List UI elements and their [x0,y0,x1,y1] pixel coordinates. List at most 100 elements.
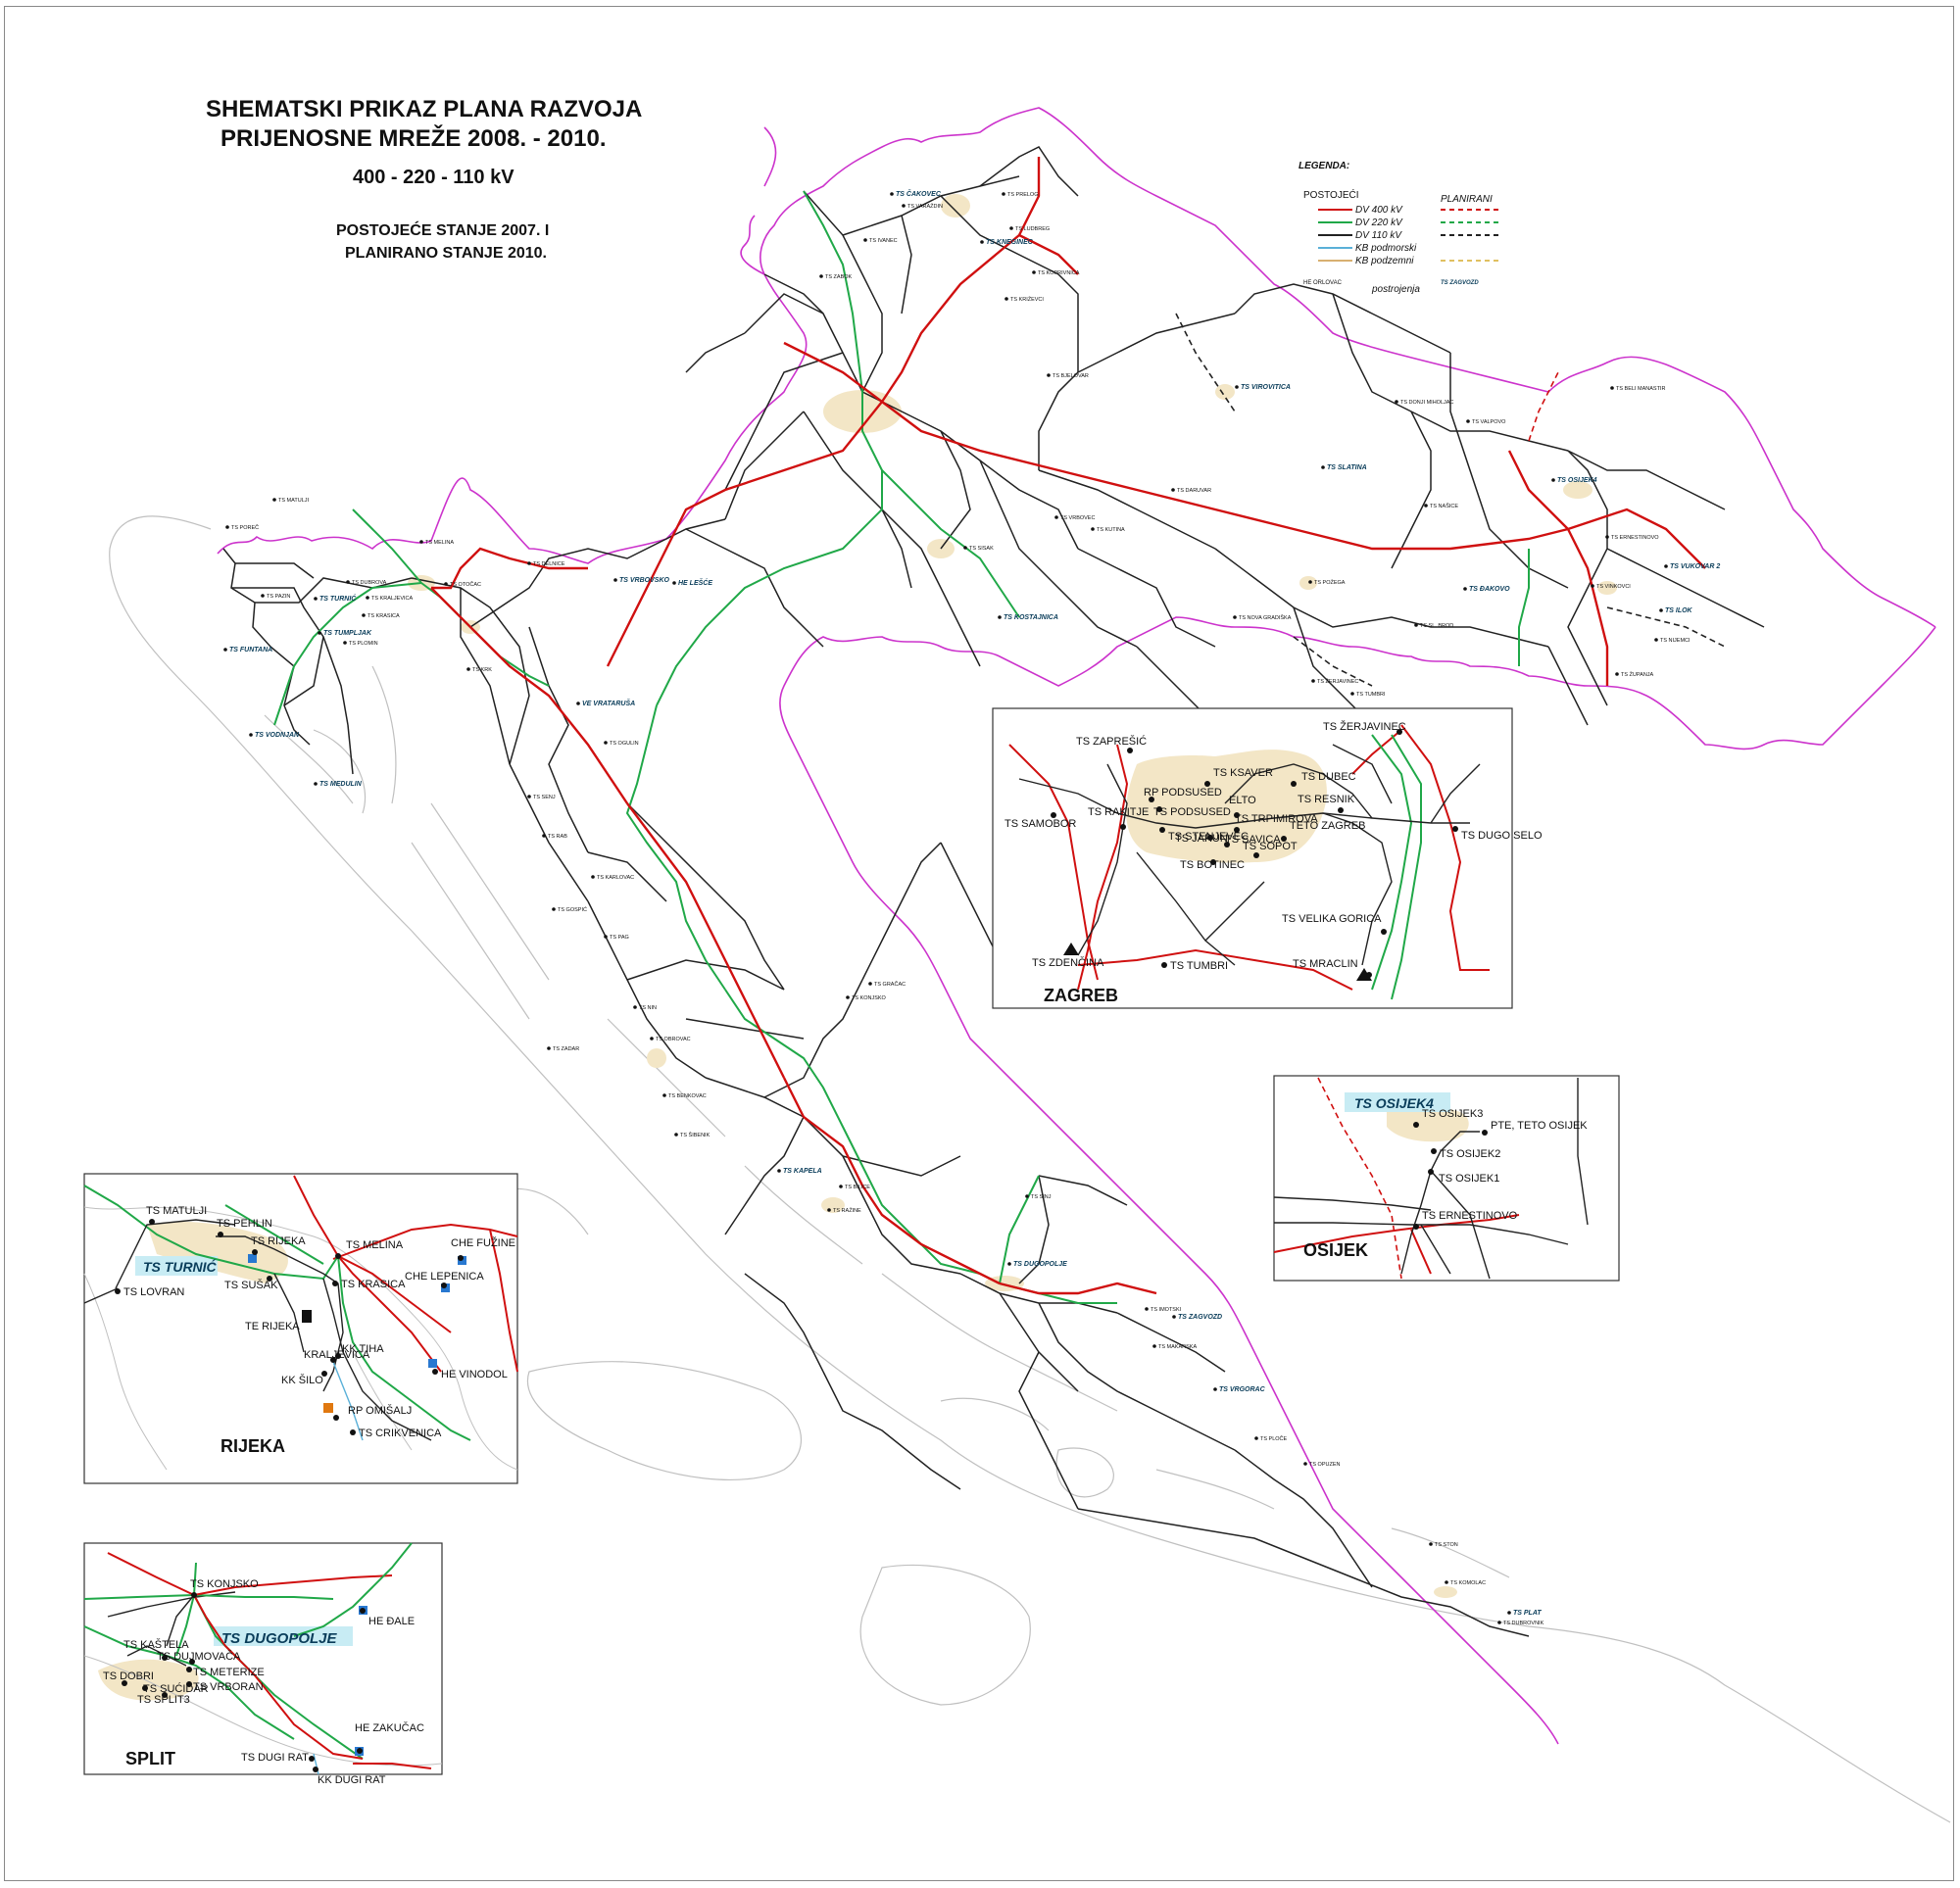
station-label-ts-obrovac: TS OBROVAC [656,1037,691,1042]
hydro-plant-icon [428,1359,437,1368]
inset-rijeka-label-ts-matulji: TS MATULJI [146,1205,207,1217]
planned-lines [1175,313,1726,687]
inset-split-label-ts-dugi-rat: TS DUGI RAT [241,1752,309,1764]
station-label-ts-vinkovci: TS VINKOVCI [1596,584,1631,590]
inset-station-dot [1431,1148,1437,1154]
station-label-ts-plomin: TS PLOMIN [349,641,378,647]
station-label-ts-kutina: TS KUTINA [1097,527,1125,533]
station-dot [902,204,906,208]
lines-110kv [222,146,1765,1637]
inset-rijeka-label-kk-ilo: KK ŠILO [281,1374,323,1386]
station-label-ts-kostajnica: TS KOSTAJNICA [1004,614,1058,621]
station-dot [1002,192,1005,196]
station-label-ts-funtana: TS FUNTANA [229,647,272,654]
station-label-ts-pore: TS POREČ [231,524,259,531]
inset-station-dot [303,1315,309,1321]
station-label-ts-komolac: TS KOMOLAC [1450,1580,1486,1586]
station-label-ts-turni: TS TURNIĆ [319,594,357,603]
station-label-ts-ibenik: TS ŠIBENIK [680,1132,710,1138]
inset-station-dot [1366,972,1372,978]
legend-item-kb-podzemni: KB podzemni [1355,256,1414,266]
station-dot [1171,488,1175,492]
station-label-ts-kraljevica: TS KRALJEVICA [371,596,414,602]
inset-osijek-label-ts-osijek3: TS OSIJEK3 [1422,1108,1483,1120]
inset-station-dot [330,1357,336,1363]
station-label-ts-vrbovec: TS VRBOVEC [1060,515,1095,521]
inset-split-label-ts-meterize: TS METERIZE [193,1667,265,1678]
station-dot [1311,679,1315,683]
inset-osijek-label-ts-osijek1: TS OSIJEK1 [1439,1173,1499,1185]
legend-item-dv-220-kv: DV 220 kV [1355,218,1403,228]
inset-station-dot [332,1281,338,1286]
station-dot [1466,419,1470,423]
station-label-ts-nin: TS NIN [639,1005,657,1011]
station-dot [1152,1344,1156,1348]
station-label-ts-daruvar: TS DARUVAR [1177,488,1211,494]
inset-station-dot [1253,852,1259,858]
inset-station-dot [350,1429,356,1435]
station-label-ts-imotski: TS IMOTSKI [1151,1307,1182,1313]
station-label-ts-kneginec: TS KNEGINEC [986,239,1034,246]
station-label-ts-vrgorac: TS VRGORAC [1219,1386,1266,1393]
inset-station-dot [1224,842,1230,847]
station-dot [1507,1611,1511,1615]
legend-item-kb-podmorski: KB podmorski [1355,243,1417,254]
title-status-2: PLANIRANO STANJE 2010. [345,245,547,262]
station-label-ts-konjsko: TS KONJSKO [852,995,887,1001]
station-dot [827,1208,831,1212]
inset-split-label-kk-dugi-rat: KK DUGI RAT [318,1774,386,1786]
station-dot [1091,527,1095,531]
station-dot [225,525,229,529]
station-dot [839,1185,843,1188]
station-label-ts-koprivnica: TS KOPRIVNICA [1038,270,1080,276]
inset-zagreb-label-rp-podsused: RP PODSUSED [1144,787,1222,799]
inset-station-dot [1204,781,1210,787]
station-dot [343,641,347,645]
inset-station-dot [1068,947,1074,953]
station-dot [314,782,318,786]
inset-osijek-label-ts-ernestinovo: TS ERNESTINOVO [1422,1210,1518,1222]
station-dot [1591,584,1594,588]
inset-station-dot [1291,781,1297,787]
station-label-ts-gra-ac: TS GRAČAC [874,981,906,988]
station-label-ts-na-ice: TS NAŠICE [1430,503,1458,509]
station-dot [1009,226,1013,230]
station-dot [547,1046,551,1050]
inset-station-dot [1120,824,1126,830]
inset-station-dot [360,1608,366,1614]
inset-station-dot [122,1680,127,1686]
inset-rijeka-label-che-fu-ine: CHE FUŽINE [451,1236,515,1249]
inset-station-dot [357,1748,363,1754]
inset-station-dot [321,1371,327,1377]
legend-item-dv-110-kv: DV 110 kV [1355,230,1402,241]
station-dot [552,907,556,911]
inset-station-dot [115,1288,121,1294]
title-status-1: POSTOJEĆE STANJE 2007. I [336,222,550,239]
inset-station-dot [189,1659,195,1665]
station-dot [527,795,531,799]
inset-station-dot [186,1667,192,1672]
station-dot [1424,504,1428,508]
inset-split-label-ts-su-idar: TS SUĆIDAR [143,1682,209,1695]
station-dot [1350,692,1354,696]
station-label-ts-zagvozd: TS ZAGVOZD [1178,1314,1222,1321]
station-dot [1659,608,1663,612]
inset-station-dot [1381,929,1387,935]
station-label-ts-pazin: TS PAZIN [267,594,290,600]
station-dot [604,741,608,745]
station-label-ts-dugopolje: TS DUGOPOLJE [1013,1261,1067,1268]
inset-zagreb-label-ts-jarun: TS JARUN [1175,833,1228,845]
station-dot [314,597,318,601]
legend-existing-header: POSTOJEĆI [1303,188,1359,201]
inset-zagreb-label-ts-botinec: TS BOTINEC [1180,859,1245,871]
inset-zagreb-label-ts-erjavinec: TS ŽERJAVINEC [1323,720,1406,733]
inset-station-dot [1149,797,1154,802]
station-label-ts-dubrovnik: TS DUBROVNIK [1503,1621,1544,1626]
station-dot [1303,1462,1307,1466]
station-dot [1463,587,1467,591]
inset-rijeka-frame [83,1173,518,1484]
station-dot [662,1093,666,1097]
